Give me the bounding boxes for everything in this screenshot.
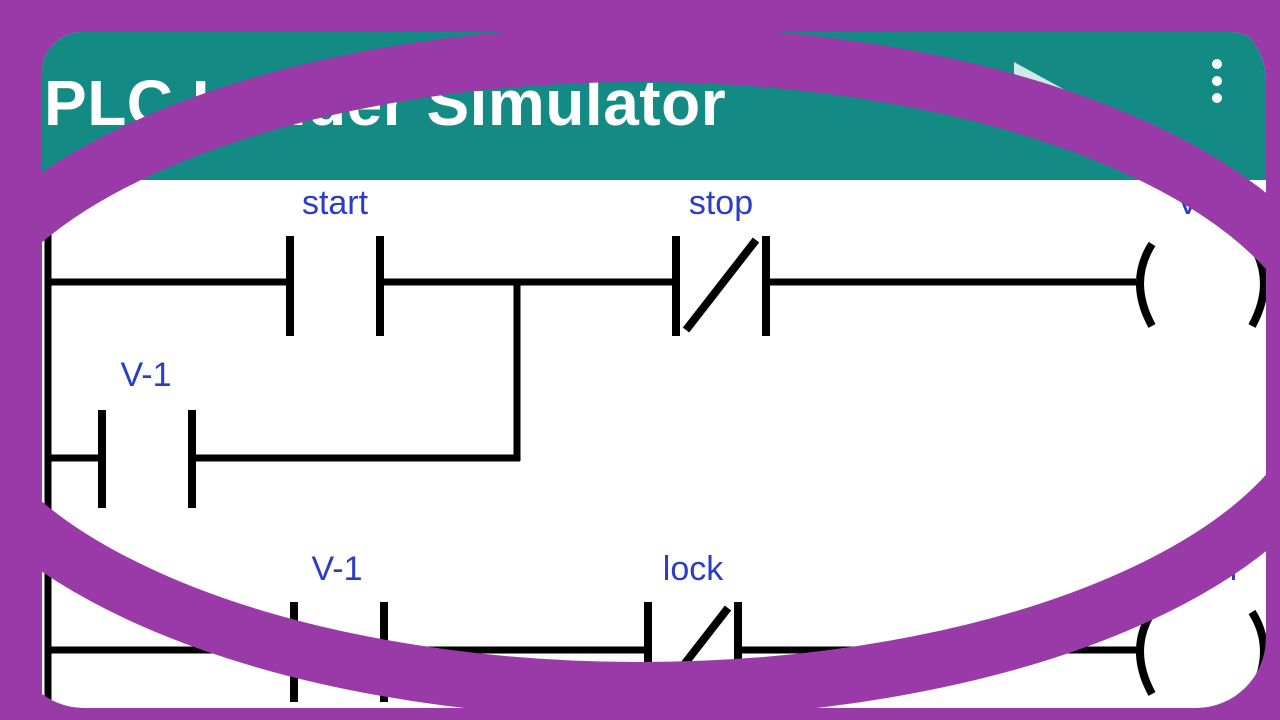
rung-1: start stop V-1 [48,184,1266,336]
contact-start[interactable]: start [286,184,384,336]
coil-motor[interactable]: motor [1136,550,1266,696]
app-screen: PLC Ladder Simulator [42,32,1266,708]
more-vert-icon [1212,59,1222,103]
rung-2: V-1 lock motor [48,550,1266,702]
contact-start-label: start [302,184,369,222]
contact-lock-label: lock [663,550,724,588]
app-title: PLC Ladder Simulator [44,67,727,139]
contact-stop-label: stop [689,184,753,222]
contact-stop[interactable]: stop [672,184,770,336]
contact-lock[interactable]: lock [644,550,742,702]
overflow-menu-button[interactable] [1200,54,1234,114]
run-button[interactable] [1006,52,1086,142]
app-bar: PLC Ladder Simulator [42,32,1266,180]
coil-motor-label: motor [1154,550,1241,588]
contact-v1[interactable]: V-1 [290,550,388,702]
contact-v1-seal[interactable]: V-1 [98,356,196,508]
play-icon [1014,62,1078,132]
ladder-diagram: start stop V-1 [44,180,1266,708]
coil-v1-label: V-1 [1176,184,1227,222]
contact-v1-label: V-1 [311,550,362,588]
contact-v1-seal-label: V-1 [120,356,171,394]
branch-1: V-1 [48,282,521,508]
device-frame: PLC Ladder Simulator [14,12,1266,708]
coil-v1[interactable]: V-1 [1136,184,1266,328]
